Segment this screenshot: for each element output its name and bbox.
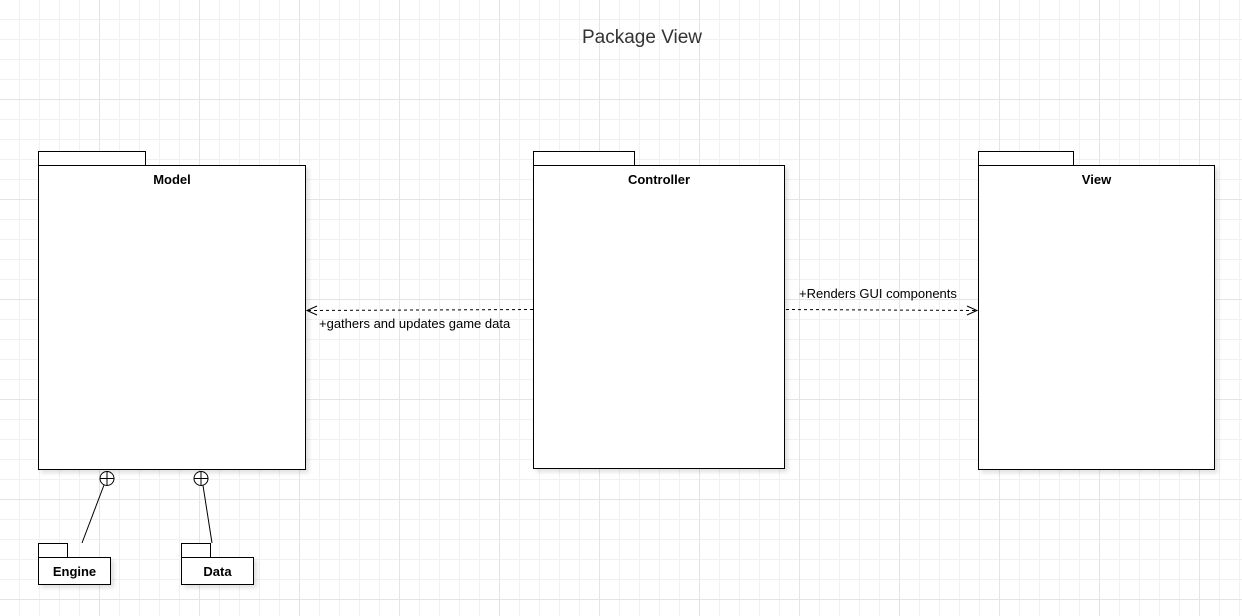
dependency-controller-view[interactable] xyxy=(785,305,979,316)
package-view[interactable]: View xyxy=(978,151,1215,471)
relation-label-controller-view: +Renders GUI components xyxy=(799,286,957,301)
package-controller-label: Controller xyxy=(627,172,691,187)
relation-label-controller-model: +gathers and updates game data xyxy=(319,316,511,331)
package-body xyxy=(533,165,785,469)
package-body xyxy=(38,165,306,470)
diagram-title: Package View xyxy=(581,27,703,48)
package-controller[interactable]: Controller xyxy=(533,151,785,470)
containment-model-engine[interactable] xyxy=(81,471,115,544)
package-body xyxy=(978,165,1215,470)
package-model-label: Model xyxy=(153,172,191,187)
package-model[interactable]: Model xyxy=(38,151,306,471)
dependency-controller-model[interactable] xyxy=(305,305,534,316)
package-engine-label: Engine xyxy=(52,564,97,579)
package-view-label: View xyxy=(1081,172,1112,187)
package-body xyxy=(38,557,111,585)
package-body xyxy=(181,557,254,585)
package-data-label: Data xyxy=(203,564,232,579)
package-data[interactable]: Data xyxy=(181,543,254,585)
package-engine[interactable]: Engine xyxy=(38,543,111,585)
containment-model-data[interactable] xyxy=(193,471,213,544)
